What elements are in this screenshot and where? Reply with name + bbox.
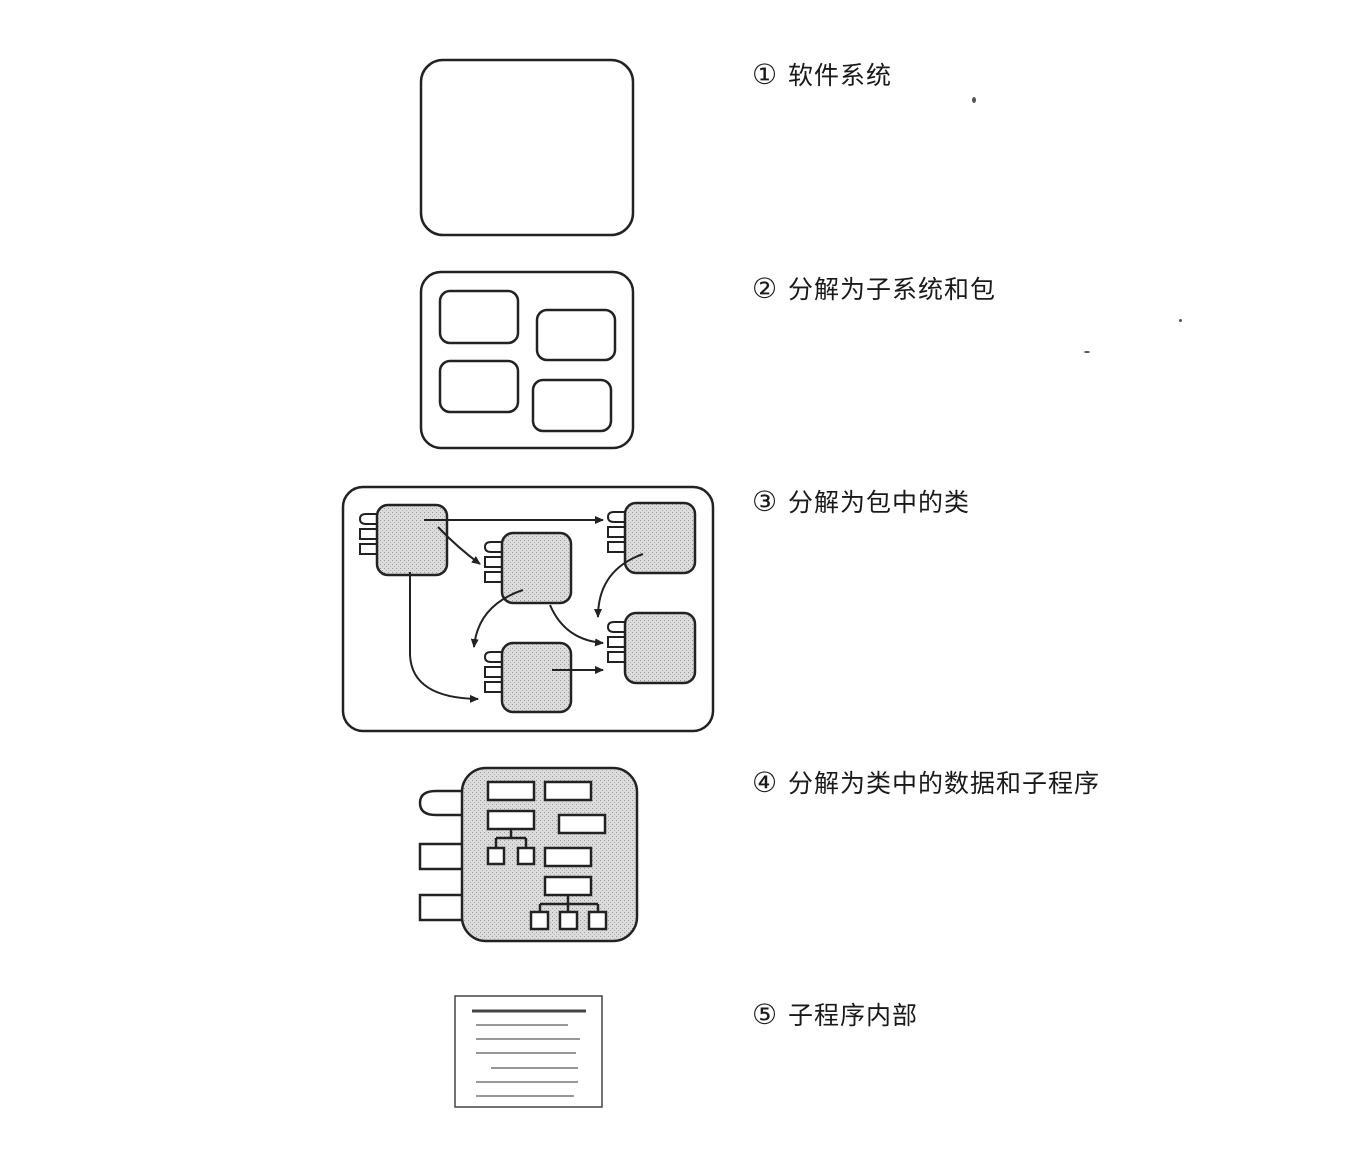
class-interface-tab [607, 636, 626, 648]
level-2-subsystems-figure [419, 270, 635, 450]
code-page [454, 995, 603, 1108]
interface-tab [418, 893, 465, 922]
class-node [483, 641, 573, 714]
subsystem-box [531, 378, 613, 433]
data-item [486, 809, 536, 831]
class-interface-tab [483, 541, 502, 553]
level-4-class-internals-figure [418, 766, 639, 943]
level-5-routine-internals-figure [454, 995, 603, 1108]
step-4-number: ④ [752, 766, 779, 799]
scan-speck [972, 97, 976, 103]
class-interface-tab [484, 571, 503, 583]
data-item [486, 780, 536, 802]
level-1-software-system-figure [419, 58, 635, 237]
data-item [557, 813, 607, 835]
step-2-number: ② [752, 272, 779, 305]
class-interface-tab [606, 621, 625, 633]
arrow [470, 589, 524, 648]
class-body [375, 503, 449, 577]
class-interface-tab [359, 528, 378, 540]
code-lines [472, 1009, 586, 1097]
class-interface-tab [484, 666, 503, 678]
step-5-label: ⑤ 子程序内部 [752, 996, 918, 1032]
tree-connector [494, 829, 528, 848]
class-interface-tab [483, 651, 502, 663]
routine-node [558, 910, 579, 931]
step-3-number: ③ [752, 485, 779, 518]
routine-node [486, 846, 506, 866]
class-body [623, 611, 697, 685]
arrow [437, 526, 481, 565]
step-2-text: 分解为子系统和包 [788, 275, 997, 304]
step-4-text: 分解为类中的数据和子程序 [788, 769, 1101, 798]
dependency-arrows [409, 516, 644, 703]
class-interface-tab [606, 511, 625, 523]
data-item [543, 875, 593, 897]
data-item [543, 846, 593, 868]
step-2-label: ② 分解为子系统和包 [752, 270, 996, 306]
class-interface-tab [607, 526, 626, 538]
class-node [358, 503, 449, 577]
step-1-text: 软件系统 [788, 61, 893, 90]
class-body [500, 641, 573, 714]
step-5-text: 子程序内部 [788, 1001, 919, 1030]
scan-speck [1179, 319, 1182, 322]
subsystem-box [535, 308, 617, 362]
step-1-number: ① [752, 58, 779, 91]
tree-connector [538, 895, 600, 912]
routine-node [587, 910, 608, 931]
class-node [606, 611, 697, 685]
class-interface-tab [484, 556, 503, 568]
class-body [500, 531, 573, 605]
step-3-text: 分解为包中的类 [788, 488, 971, 517]
interface-tab [418, 789, 462, 817]
arrow [409, 572, 479, 703]
step-1-label: ① 软件系统 [752, 56, 892, 92]
data-and-routines [486, 780, 608, 931]
step-4-label: ④ 分解为类中的数据和子程序 [752, 764, 1100, 800]
class-interface-tab [358, 513, 377, 525]
class-body [623, 501, 697, 575]
class-interface-tab [607, 651, 626, 663]
class-interface-tab [484, 681, 503, 693]
subsystem-box [438, 289, 520, 345]
interface-tab [418, 842, 465, 871]
class-node [483, 531, 573, 605]
step-3-label: ③ 分解为包中的类 [752, 483, 970, 519]
class-node [606, 501, 697, 575]
subsystem-box [438, 359, 520, 414]
level-3-classes-figure [341, 485, 715, 733]
routine-node [516, 846, 536, 866]
data-item [543, 780, 593, 802]
class-interface-tab [607, 541, 626, 553]
arrow [594, 553, 644, 618]
routine-node [529, 910, 550, 931]
arrow [549, 604, 604, 647]
scan-speck [1084, 351, 1090, 353]
class-interface-tab [359, 543, 378, 555]
system-box [419, 58, 635, 237]
step-5-number: ⑤ [752, 998, 779, 1031]
